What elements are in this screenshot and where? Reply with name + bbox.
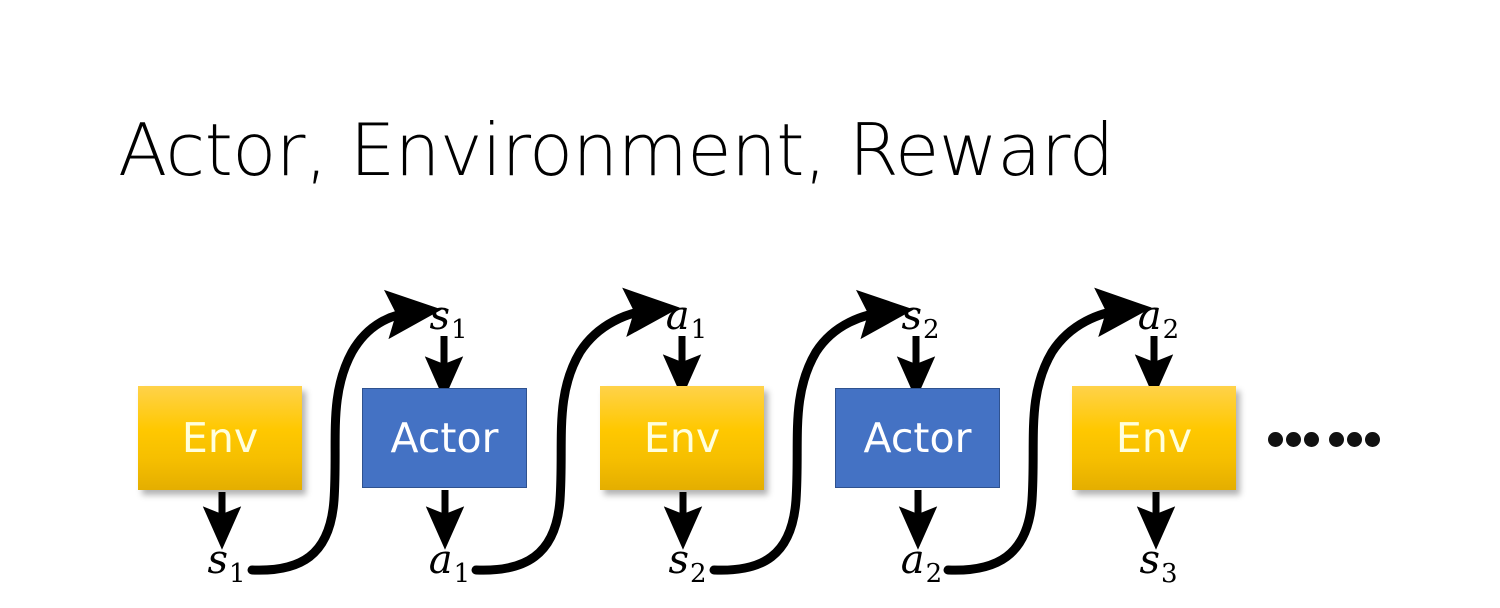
ellipsis-dot — [1286, 432, 1301, 447]
signal-label-bottom-a2: a2 — [900, 537, 942, 587]
subscript: 3 — [1160, 559, 1178, 589]
subscript: 2 — [925, 559, 943, 589]
subscript: 1 — [228, 559, 246, 589]
ellipsis-dot — [1329, 432, 1344, 447]
arrow-down-into-box — [424, 336, 1174, 400]
signal-label-top-a2: a2 — [1137, 293, 1179, 343]
node-actor-2[interactable]: Actor — [835, 388, 1000, 488]
node-label: Env — [1115, 413, 1193, 462]
subscript: 2 — [1162, 315, 1180, 345]
node-label: Actor — [863, 413, 972, 462]
symbol: s — [901, 293, 922, 339]
signal-label-top-s2: s2 — [901, 293, 939, 343]
signal-label-bottom-s2: s2 — [668, 537, 706, 587]
subscript: 2 — [922, 315, 940, 345]
symbol: s — [1139, 537, 1160, 583]
page-title: Actor, Environment, Reward — [118, 108, 1114, 192]
symbol: a — [1137, 293, 1162, 339]
symbol: a — [428, 537, 453, 583]
node-label: Env — [643, 413, 721, 462]
node-label: Actor — [390, 413, 499, 462]
arrow-down-out-of-box — [202, 490, 1176, 550]
signal-label-top-a1: a1 — [665, 293, 707, 343]
ellipsis-dot — [1268, 432, 1283, 447]
subscript: 1 — [690, 315, 708, 345]
symbol: s — [668, 537, 689, 583]
symbol: s — [207, 537, 228, 583]
node-env-3[interactable]: Env — [1072, 386, 1236, 490]
ellipsis-continuation — [1268, 432, 1383, 447]
feedback-curve — [247, 287, 1152, 575]
signal-label-bottom-s1: s1 — [207, 537, 245, 587]
signal-label-bottom-a1: a1 — [428, 537, 470, 587]
node-actor-1[interactable]: Actor — [362, 388, 527, 488]
ellipsis-dot — [1365, 432, 1380, 447]
ellipsis-dot — [1347, 432, 1362, 447]
signal-label-bottom-s3: s3 — [1139, 537, 1177, 587]
subscript: 1 — [453, 559, 471, 589]
node-env-1[interactable]: Env — [138, 386, 302, 490]
signal-label-top-s1: s1 — [429, 293, 467, 343]
node-env-2[interactable]: Env — [600, 386, 764, 490]
symbol: a — [665, 293, 690, 339]
symbol: a — [900, 537, 925, 583]
symbol: s — [429, 293, 450, 339]
ellipsis-dot — [1304, 432, 1319, 447]
subscript: 1 — [450, 315, 468, 345]
node-label: Env — [181, 413, 259, 462]
subscript: 2 — [689, 559, 707, 589]
